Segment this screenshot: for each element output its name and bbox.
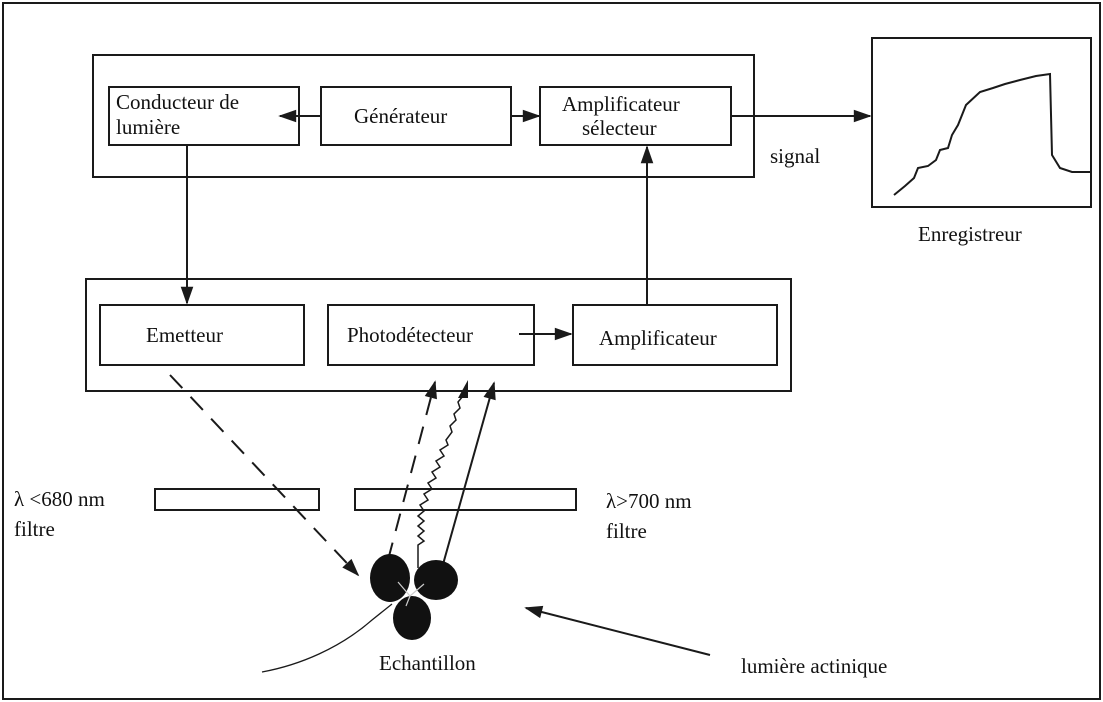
fluorescence-signal (416, 395, 464, 568)
photodetector-box (327, 304, 535, 366)
selector-amplifier-label-line1: Amplificateur (562, 92, 680, 116)
sample-label: Echantillon (379, 651, 476, 675)
left-filter-wavelength: λ <680 nm (14, 487, 105, 511)
emitter-label: Emetteur (146, 323, 223, 347)
sample-stem (261, 603, 393, 673)
left-filter (154, 488, 320, 511)
light-conductor-label-line2: lumière (116, 115, 181, 139)
emitter-box (99, 304, 305, 366)
actinic-light-label: lumière actinique (741, 654, 888, 678)
right-filter (354, 488, 577, 511)
photodetector-label: Photodétecteur (347, 323, 473, 347)
measuring-beam (169, 374, 360, 577)
selector-amplifier-label-line2: sélecteur (582, 116, 657, 140)
fluorescence-arrowhead (458, 380, 468, 398)
right-filter-wavelength: λ>700 nm (606, 489, 692, 513)
light-conductor-box (108, 86, 300, 146)
recorder-trace (893, 72, 1090, 196)
amplifier-label: Amplificateur (599, 326, 717, 350)
signal-label: signal (770, 144, 821, 168)
right-filter-word: filtre (606, 519, 647, 543)
recorder-box (871, 37, 1092, 208)
generator-box (320, 86, 512, 146)
reflected-beam (387, 380, 437, 561)
direct-light-line (439, 381, 496, 576)
recorder-label: Enregistreur (918, 222, 1022, 246)
amplifier-box (572, 304, 778, 366)
sample-leaves (370, 554, 458, 640)
actinic-light-arrow (524, 605, 711, 656)
left-filter-word: filtre (14, 517, 55, 541)
generator-label: Générateur (354, 104, 448, 128)
light-conductor-label-line1: Conducteur de (116, 90, 240, 114)
